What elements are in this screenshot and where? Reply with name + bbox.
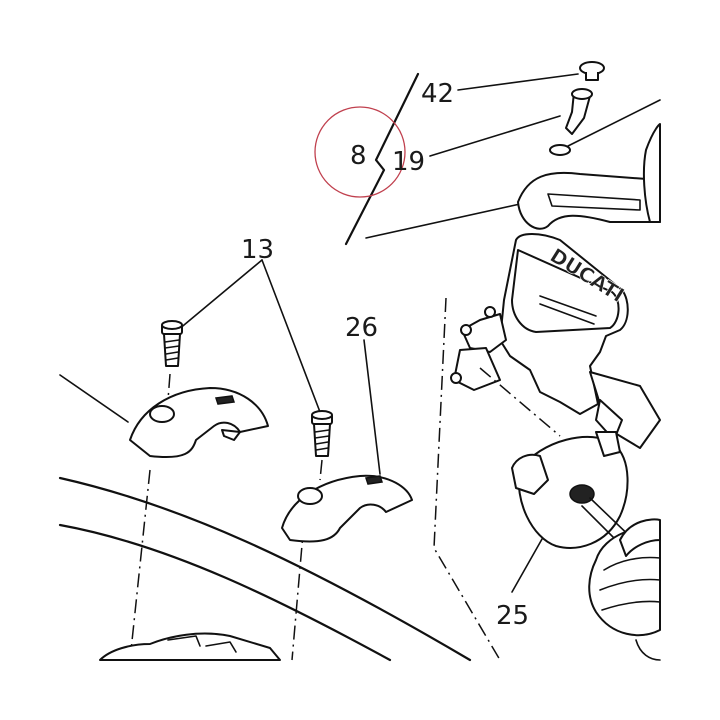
assembly-axes xyxy=(129,297,561,661)
lower-clamp-base xyxy=(99,632,281,661)
lever-cutline xyxy=(344,72,521,246)
bolt-right xyxy=(311,410,333,457)
leader-lines xyxy=(177,73,661,593)
brake-lever xyxy=(517,123,661,230)
callout-19: 19 xyxy=(392,147,425,177)
fairing-outline xyxy=(58,374,472,662)
callout-8: 8 xyxy=(350,141,367,171)
pivot-pin-assembly xyxy=(549,61,605,156)
clamp-cap-right xyxy=(281,474,413,543)
callout-13: 13 xyxy=(241,235,274,265)
handlebar-grip xyxy=(588,518,661,661)
callout-26: 26 xyxy=(345,313,378,343)
master-cylinder: DUCATI xyxy=(450,233,661,449)
bolt-left xyxy=(161,320,183,367)
callout-42: 42 xyxy=(421,79,454,109)
clamp-cap-left xyxy=(129,387,269,458)
highlight-circle xyxy=(314,106,406,198)
callout-25: 25 xyxy=(496,601,529,631)
